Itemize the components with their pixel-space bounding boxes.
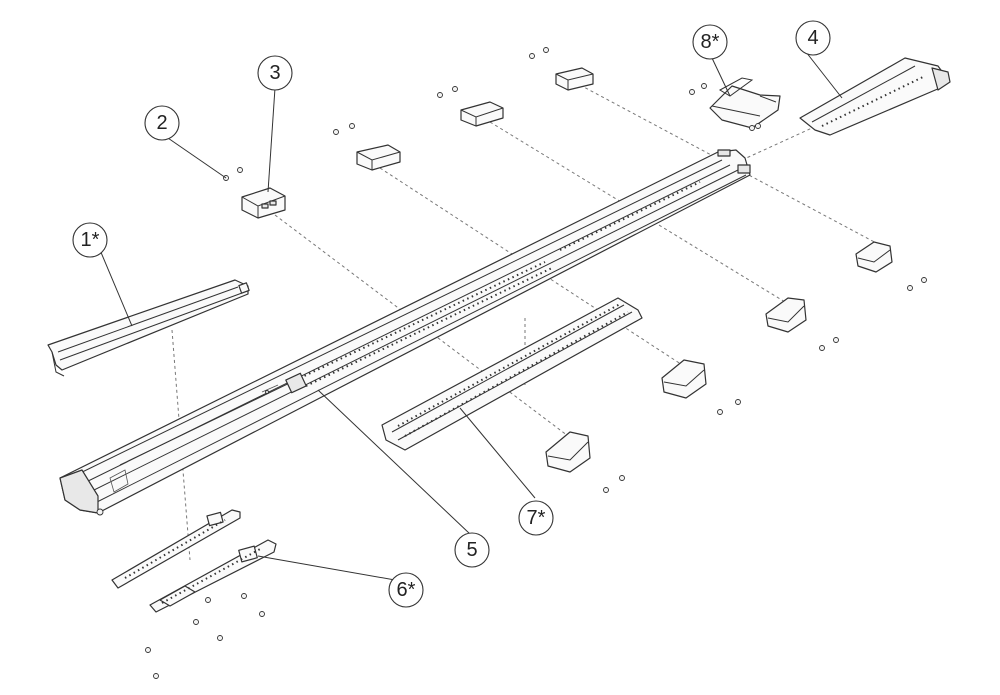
hanger-bracket [855, 241, 893, 273]
part-3-rail-holder [241, 187, 286, 219]
rail-holder-block [460, 101, 504, 127]
callout-6: 6* [388, 572, 424, 608]
leader-lines [99, 51, 843, 581]
part-6-mounting-bracket [111, 509, 277, 613]
hanger-bracket [545, 431, 591, 473]
callout-3-label: 3 [269, 62, 280, 84]
callout-1-label: 1* [81, 229, 100, 251]
rail-holder-block [356, 144, 401, 171]
callout-7-label: 7* [527, 507, 546, 529]
callout-4-label: 4 [807, 27, 818, 49]
guide-line-4 [741, 127, 813, 161]
main-rail [59, 149, 751, 516]
callout-1: 1* [72, 222, 108, 258]
callout-3: 3 [257, 55, 293, 91]
part-7-rack-bar [381, 297, 643, 451]
callout-8: 8* [692, 24, 728, 60]
screws [145, 47, 927, 679]
rail-holder-block [555, 67, 594, 91]
callout-8-label: 8* [701, 31, 720, 53]
hanger-bracket [661, 359, 707, 399]
part-8-trolley-bracket [709, 77, 781, 131]
callout-2-label: 2 [156, 112, 167, 134]
callout-7: 7* [518, 500, 554, 536]
callout-5: 5 [454, 532, 490, 568]
part-4-rear-plate [799, 57, 951, 136]
callout-5-label: 5 [466, 539, 477, 561]
callout-4: 4 [795, 20, 831, 56]
callout-6-label: 6* [397, 579, 416, 601]
guide-line-a [379, 167, 691, 371]
guide-line-3 [274, 214, 581, 446]
part-1-front-cover [47, 279, 250, 377]
callout-2: 2 [144, 105, 180, 141]
part-5-carriage [261, 372, 307, 394]
hanger-bracket [765, 297, 807, 333]
